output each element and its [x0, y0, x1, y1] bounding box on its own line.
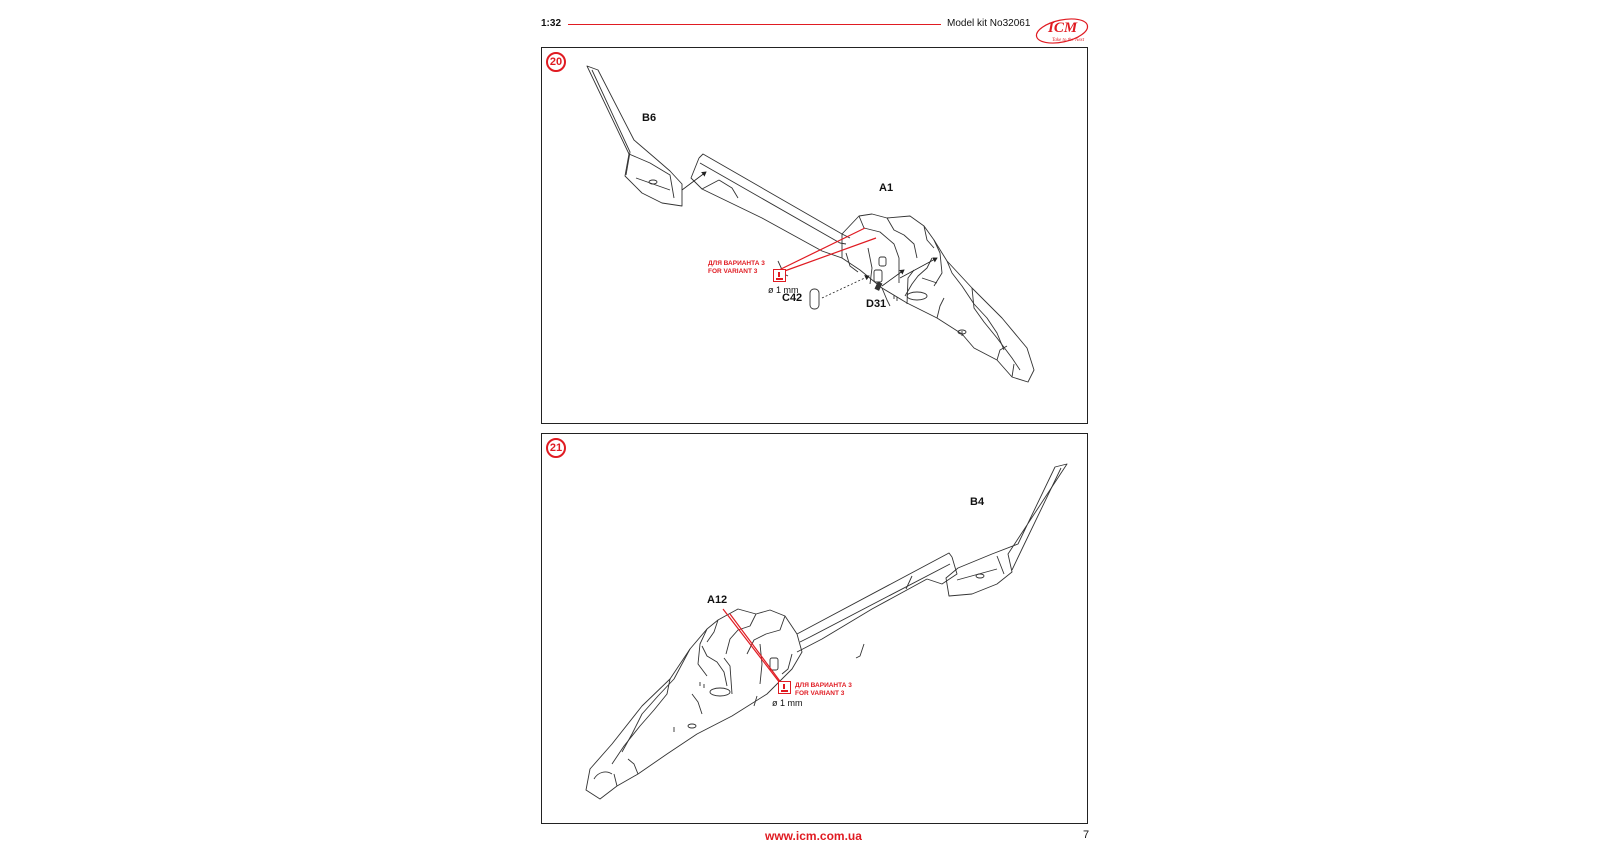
icm-logo: ICM Take to the Next	[1034, 14, 1094, 46]
variant-note-ru: ДЛЯ ВАРИАНТА 3	[708, 260, 765, 267]
drill-size: ø 1 mm	[772, 698, 803, 708]
drill-size: ø 1 mm	[768, 285, 799, 295]
page-number: 7	[1083, 829, 1090, 841]
drill-hole-icon	[773, 269, 786, 282]
variant-note-ru: ДЛЯ ВАРИАНТА 3	[795, 682, 852, 689]
variant-note-en: FOR VARIANT 3	[708, 268, 758, 275]
step-21-panel: 21	[541, 433, 1088, 824]
part-label-b4: B4	[970, 496, 985, 508]
step-21-drawing	[585, 463, 1068, 800]
model-kit-number: Model kit No32061	[947, 18, 1031, 29]
part-label-d31: D31	[866, 298, 887, 310]
step-20-drawing	[586, 65, 1035, 383]
step-20-panel: 20	[541, 47, 1088, 424]
part-label-c42: C42	[782, 292, 803, 304]
part-label-a12: A12	[707, 594, 728, 606]
step-20-badge: 20	[546, 52, 566, 72]
website-link[interactable]: www.icm.com.ua	[765, 829, 862, 843]
part-d31-piece	[874, 281, 883, 291]
step-21-badge: 21	[546, 438, 566, 458]
part-label-b6: B6	[642, 112, 657, 124]
logo-text: ICM	[1047, 20, 1078, 36]
scale-label: 1:32	[541, 18, 562, 29]
header-rule	[568, 24, 941, 26]
logo-tagline: Take to the Next	[1052, 38, 1085, 43]
drill-hole-icon	[778, 681, 791, 694]
variant-note-en: FOR VARIANT 3	[795, 690, 845, 697]
part-label-a1: A1	[879, 182, 894, 194]
